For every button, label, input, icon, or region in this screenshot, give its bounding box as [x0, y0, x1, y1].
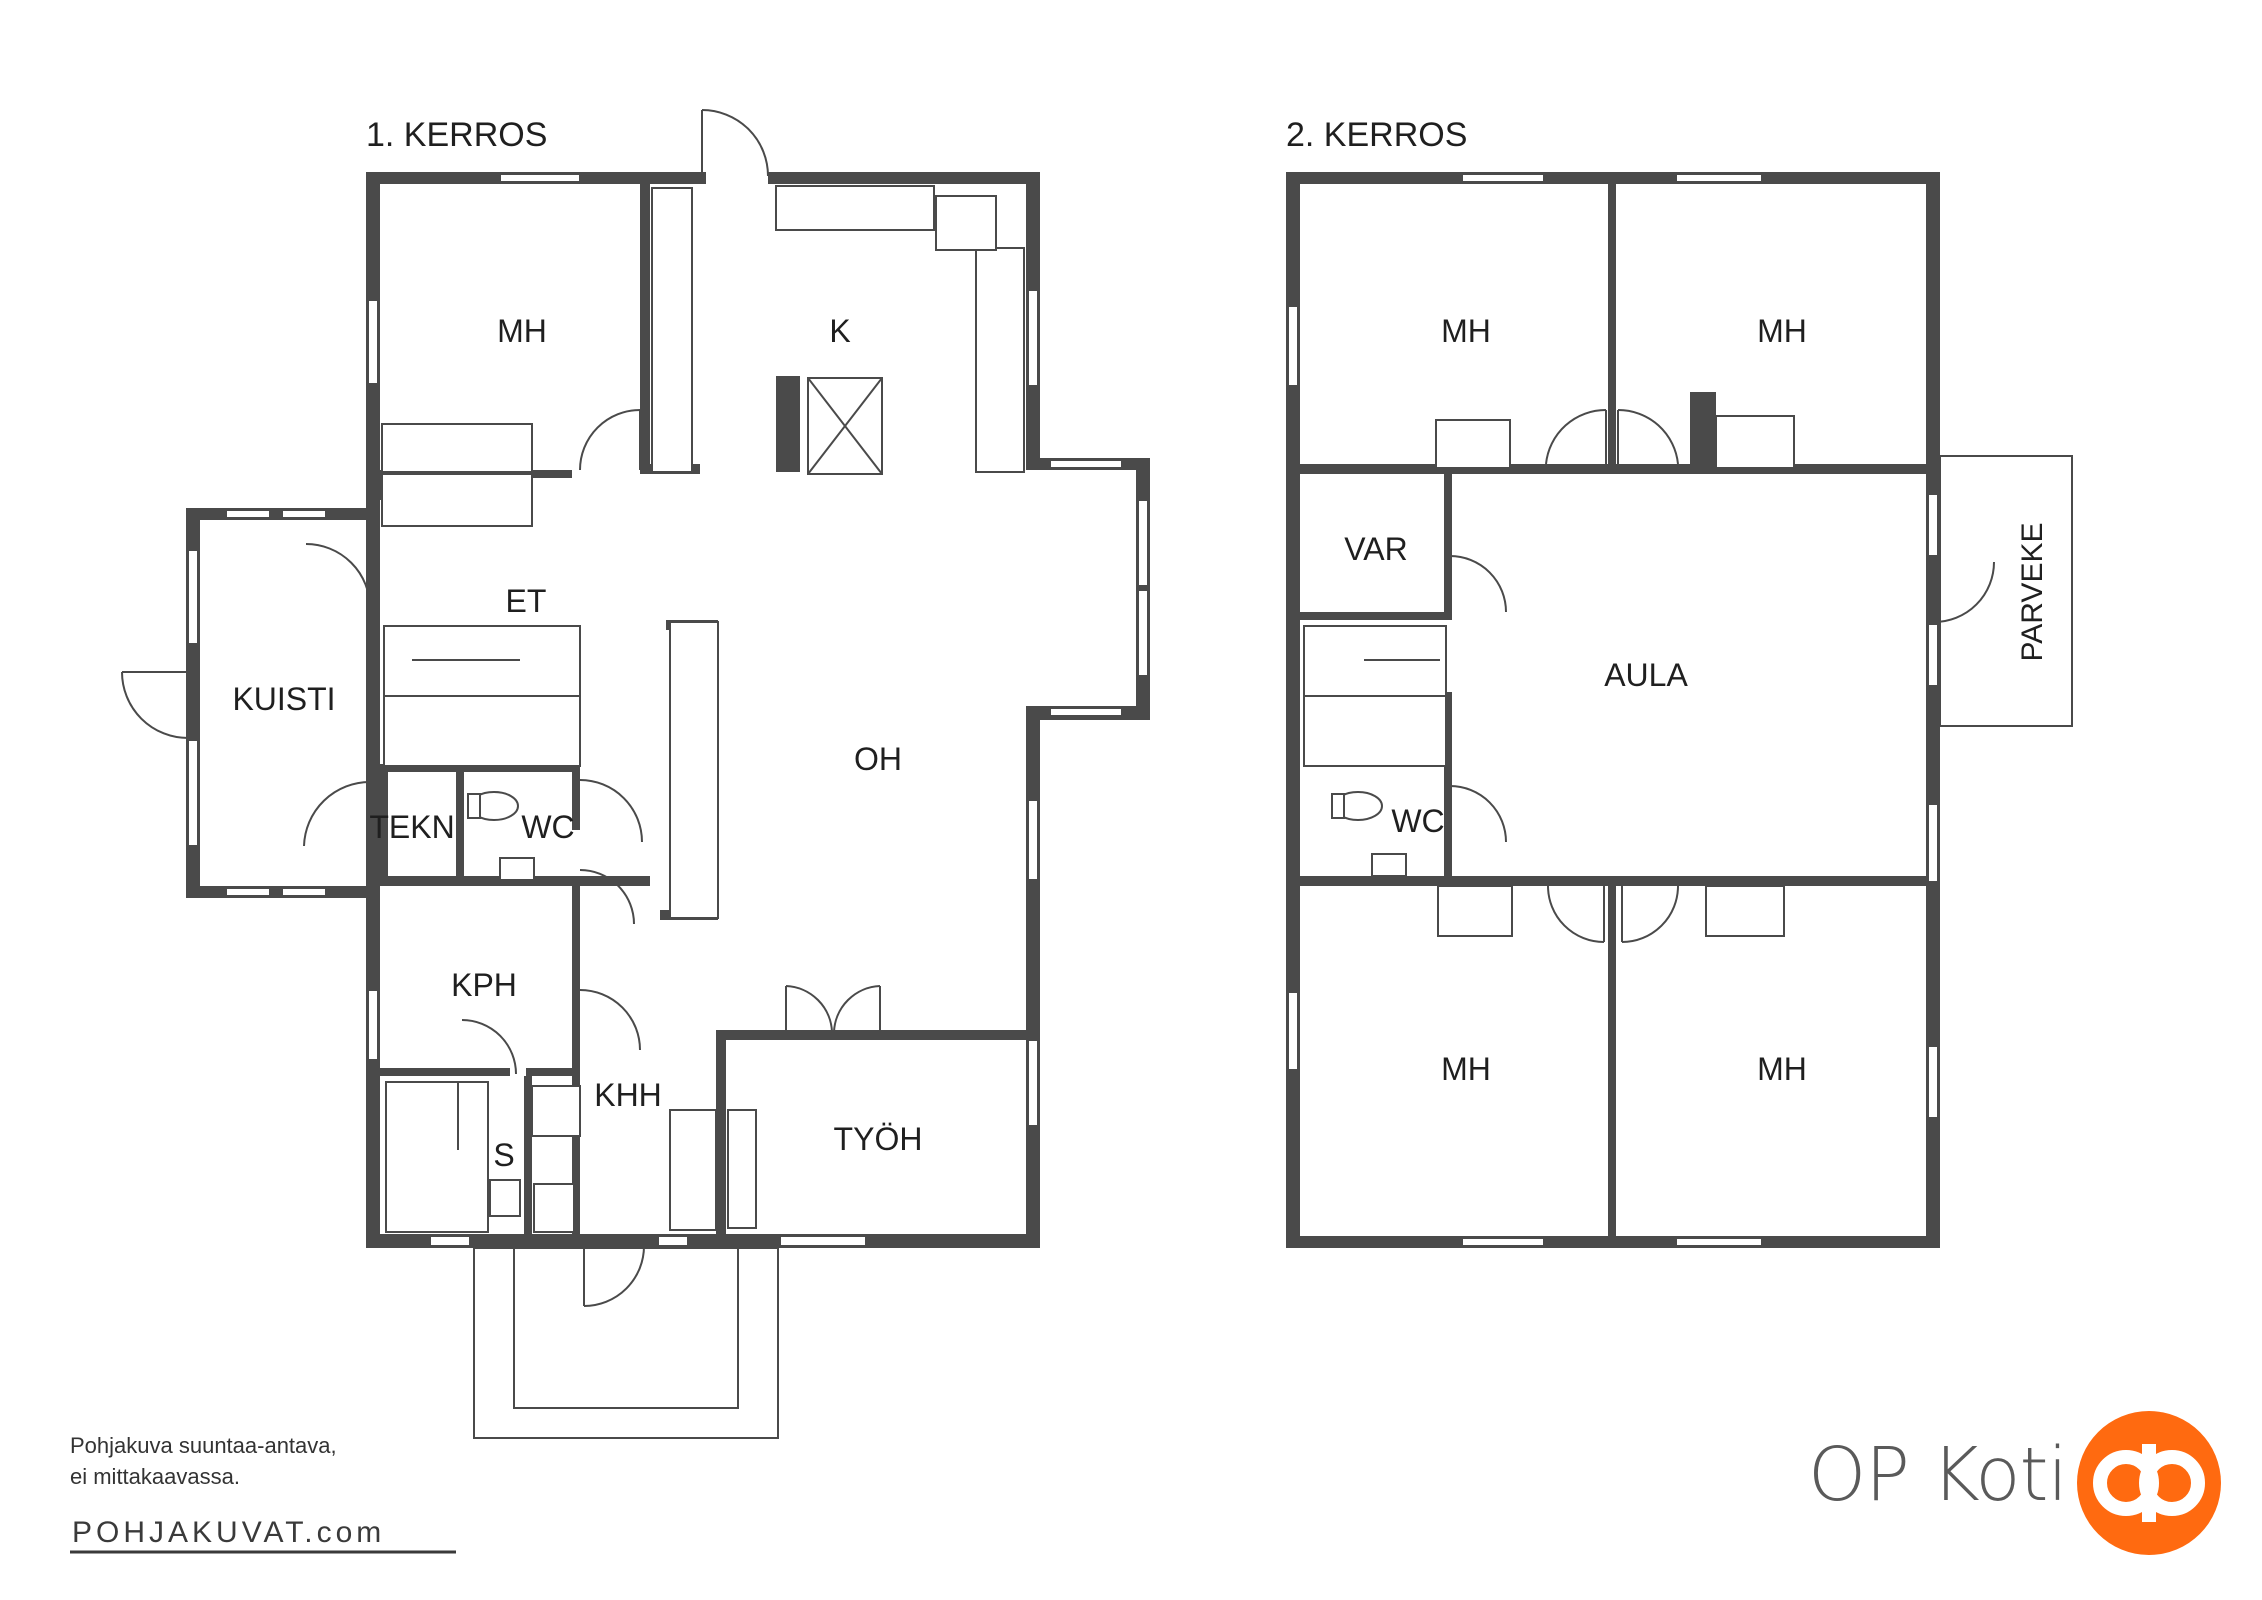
pohjakuvat-logo: POHJAKUVAT.com [70, 1516, 456, 1554]
room-mh-1: MH [1441, 313, 1491, 349]
floor2-labels: 2. KERROS MH MH VAR AULA WC MH MH PARVEK… [1286, 116, 2049, 1087]
disclaimer: Pohjakuva suuntaa-antava, ei mittakaavas… [70, 1430, 337, 1492]
room-khh: KHH [594, 1077, 662, 1113]
floor1-title: 1. KERROS [366, 116, 547, 154]
room-wc-2: WC [1391, 803, 1444, 839]
room-mh: MH [497, 313, 547, 349]
op-koti-wordmark: OP Koti [1808, 1432, 2068, 1518]
room-mh-3: MH [1441, 1051, 1491, 1087]
room-tyoh: TYÖH [834, 1121, 923, 1157]
floor1-plan [121, 109, 1150, 1439]
disclaimer-line-2: ei mittakaavassa. [70, 1464, 240, 1489]
room-tekn: TEKN [369, 809, 454, 845]
disclaimer-line-1: Pohjakuva suuntaa-antava, [70, 1433, 337, 1458]
room-kph: KPH [451, 967, 517, 1003]
room-s: S [493, 1137, 514, 1173]
floor2-plan [1286, 172, 2073, 1248]
room-parveke: PARVEKE [2016, 523, 2049, 662]
room-mh-2: MH [1757, 313, 1807, 349]
room-wc: WC [521, 809, 574, 845]
room-k: K [829, 313, 850, 349]
floor1-labels: 1. KERROS MH K ET KUISTI OH TEKN WC KPH … [232, 116, 922, 1173]
room-oh: OH [854, 741, 902, 777]
floor2-title: 2. KERROS [1286, 116, 1467, 154]
op-logo-icon [2077, 1411, 2221, 1555]
room-aula: AULA [1604, 657, 1688, 693]
room-mh-4: MH [1757, 1051, 1807, 1087]
room-kuisti: KUISTI [232, 681, 335, 717]
room-var: VAR [1344, 531, 1407, 567]
room-et: ET [506, 583, 547, 619]
pohjakuvat-text: POHJAKUVAT.com [72, 1516, 385, 1549]
